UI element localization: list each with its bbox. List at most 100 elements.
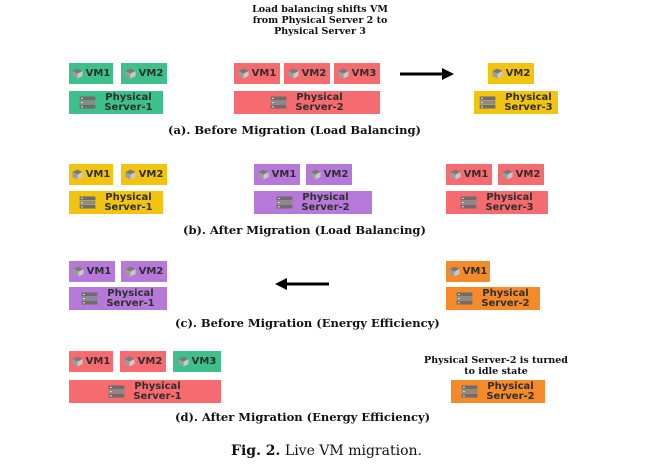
server-label: Physical xyxy=(302,191,349,203)
server-label: Physical xyxy=(107,287,154,299)
server-label: Physical xyxy=(487,380,534,392)
cube-icon xyxy=(73,266,84,277)
server-label: Physical xyxy=(105,191,152,203)
vm-label: VM2 xyxy=(515,169,541,180)
cube-icon xyxy=(125,68,136,79)
arrow-left-icon xyxy=(275,278,329,290)
cube-icon xyxy=(178,356,189,367)
vm-label: VM2 xyxy=(138,169,164,180)
cube-icon xyxy=(450,169,461,180)
vm-box: VM1 xyxy=(446,261,490,282)
cube-icon xyxy=(502,169,513,180)
vm-box: VM3 xyxy=(173,351,221,372)
vm-box: VM1 xyxy=(69,261,115,282)
server-name: Server-1 xyxy=(104,101,153,113)
vm-label: VM1 xyxy=(85,356,111,367)
cube-icon xyxy=(310,169,321,180)
panel-d-note-line1: Physical Server-2 is turned xyxy=(424,355,568,366)
server-rack-icon xyxy=(276,196,293,209)
cube-icon xyxy=(338,68,349,79)
server-rack-icon xyxy=(270,96,287,109)
vm-box: VM2 xyxy=(306,164,352,185)
vm-box: VM2 xyxy=(121,63,167,84)
cube-icon xyxy=(492,68,503,79)
cube-icon xyxy=(258,169,269,180)
vm-label: VM1 xyxy=(251,68,277,79)
cube-icon xyxy=(72,68,83,79)
vm-label: VM1 xyxy=(85,68,111,79)
server-name: Server-3 xyxy=(504,101,553,113)
vm-label: VM2 xyxy=(138,68,164,79)
cube-icon xyxy=(72,356,83,367)
vm-label: VM2 xyxy=(505,68,531,79)
server-name: Server-2 xyxy=(481,297,530,309)
server-label: Physical xyxy=(296,91,343,103)
cube-icon xyxy=(238,68,249,79)
vm-box: VM2 xyxy=(498,164,544,185)
server-rack-icon xyxy=(79,196,96,209)
panel-d-note-line2: to idle state xyxy=(464,366,528,377)
vm-label: VM1 xyxy=(463,169,489,180)
server-label: Physical xyxy=(482,287,529,299)
vm-label: VM1 xyxy=(85,169,111,180)
server-rack-icon xyxy=(456,292,473,305)
vm-label: VM2 xyxy=(301,68,327,79)
server-rack-icon xyxy=(79,96,96,109)
panel-a-note: Load balancing shifts VM from Physical S… xyxy=(225,4,415,37)
vm-label: VM2 xyxy=(137,356,163,367)
panel-a-note-line3: Physical Server 3 xyxy=(274,26,366,37)
vm-box: VM2 xyxy=(284,63,330,84)
cube-icon xyxy=(125,266,136,277)
panel-d-note: Physical Server-2 is turned to idle stat… xyxy=(421,355,571,377)
arrow-right-icon xyxy=(400,68,454,80)
panel-b-caption: (b). After Migration (Load Balancing) xyxy=(183,223,426,237)
server-name: Server-1 xyxy=(106,297,155,309)
vm-box: VM1 xyxy=(69,351,113,372)
panel-c-caption: (c). Before Migration (Energy Efficiency… xyxy=(175,316,440,330)
cube-icon xyxy=(124,356,135,367)
vm-box: VM1 xyxy=(234,63,280,84)
vm-box: VM1 xyxy=(69,164,113,185)
vm-box: VM1 xyxy=(254,164,300,185)
server-name: Server-2 xyxy=(301,201,350,213)
vm-label: VM3 xyxy=(351,68,377,79)
server-rack-icon xyxy=(461,385,478,398)
server-label: Physical xyxy=(486,191,533,203)
panel-a-note-line1: Load balancing shifts VM xyxy=(252,4,388,15)
vm-label: VM3 xyxy=(191,356,217,367)
vm-box: VM2 xyxy=(121,164,167,185)
vm-label: VM1 xyxy=(462,266,488,277)
cube-icon xyxy=(288,68,299,79)
cube-icon xyxy=(449,266,460,277)
cube-icon xyxy=(125,169,136,180)
server-rack-icon xyxy=(460,196,477,209)
vm-box: VM2 xyxy=(488,63,534,84)
server-name: Server-2 xyxy=(486,390,535,402)
vm-label: VM2 xyxy=(138,266,164,277)
server-rack-icon xyxy=(81,292,98,305)
server-label: Physical xyxy=(105,91,152,103)
vm-box: VM3 xyxy=(334,63,380,84)
panel-a-note-line2: from Physical Server 2 to xyxy=(252,15,388,26)
server-name: Server-1 xyxy=(104,201,153,213)
server-label: Physical xyxy=(134,380,181,392)
vm-box: VM1 xyxy=(69,63,113,84)
server-name: Server-3 xyxy=(485,201,534,213)
vm-label: VM1 xyxy=(86,266,112,277)
figure-label: Fig. 2. xyxy=(231,443,281,459)
server-label: Physical xyxy=(505,91,552,103)
server-rack-icon xyxy=(108,385,125,398)
server-name: Server-2 xyxy=(295,101,344,113)
vm-box: VM1 xyxy=(446,164,492,185)
vm-label: VM2 xyxy=(323,169,349,180)
